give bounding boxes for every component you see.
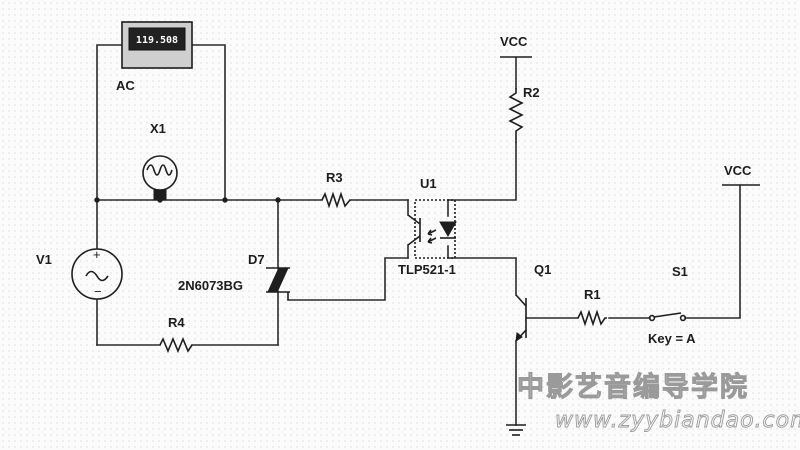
- watermark: 中影艺音编导学院 www.zyybiandao.com: [517, 371, 800, 434]
- svg-text:−: −: [94, 284, 102, 299]
- optocoupler-u1[interactable]: U1 TLP521-1: [398, 176, 457, 277]
- r2-label: R2: [523, 85, 540, 100]
- vcc-right-rail: VCC: [722, 163, 760, 186]
- wires: [96, 44, 741, 426]
- vcc-right-label: VCC: [724, 163, 752, 178]
- resistor-r3[interactable]: R3: [321, 170, 351, 209]
- r1-label: R1: [584, 287, 601, 302]
- meter-reading: 119.508: [136, 35, 178, 46]
- vcc-top-rail: VCC: [500, 34, 532, 58]
- lamp-x1[interactable]: X1: [142, 121, 178, 201]
- switch-key-label: Key = A: [648, 331, 696, 346]
- lamp-label: X1: [150, 121, 166, 136]
- resistor-r4[interactable]: R4: [159, 315, 193, 354]
- switch-s1[interactable]: S1 Key = A: [648, 264, 696, 346]
- watermark-chinese: 中影艺音编导学院: [517, 371, 749, 403]
- resistor-r1[interactable]: R1: [577, 287, 607, 327]
- ground-symbol: [506, 424, 526, 436]
- opto-part-label: TLP521-1: [398, 262, 456, 277]
- source-label: V1: [36, 252, 52, 267]
- triac-ref-label: D7: [248, 252, 265, 267]
- r4-label: R4: [168, 315, 185, 330]
- ac-source-v1[interactable]: + − V1: [36, 247, 123, 300]
- q1-label: Q1: [534, 262, 551, 277]
- transistor-q1[interactable]: Q1: [515, 262, 551, 343]
- triac-d7[interactable]: D7 2N6073BG: [178, 252, 290, 300]
- triac-part-label: 2N6073BG: [178, 278, 243, 293]
- resistor-r2[interactable]: R2: [508, 85, 540, 143]
- opto-ref-label: U1: [420, 176, 437, 191]
- meter-mode-label: AC: [116, 78, 135, 93]
- svg-text:+: +: [93, 247, 101, 262]
- vcc-top-label: VCC: [500, 34, 528, 49]
- r3-label: R3: [326, 170, 343, 185]
- watermark-url: www.zyybiandao.com: [555, 408, 800, 433]
- switch-ref-label: S1: [672, 264, 688, 279]
- ac-voltmeter[interactable]: 119.508 AC: [116, 21, 193, 93]
